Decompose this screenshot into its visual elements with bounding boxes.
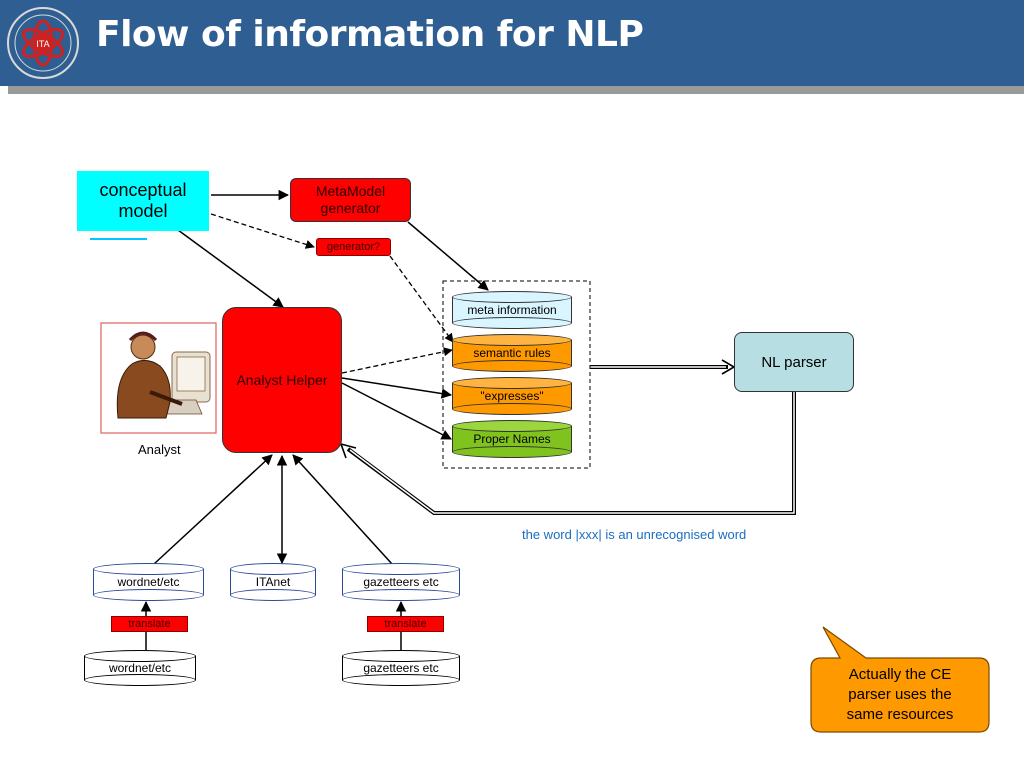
translate-left-tag: translate (111, 616, 188, 632)
analyst-helper-label: Analyst Helper (236, 372, 328, 388)
resource-group-frame (442, 280, 591, 469)
generator-question-tag: generator? (316, 238, 391, 256)
arrow-conceptual-to-analyst-helper (177, 229, 284, 308)
arrow-helper-to-expresses (341, 377, 453, 399)
arrow-helper-to-proper-names (341, 382, 452, 440)
conceptual-model-node: conceptual model (77, 171, 209, 231)
metamodel-generator-node: MetaModel generator (290, 178, 411, 222)
analyst-helper-node: Analyst Helper (222, 307, 342, 453)
gazetteers-bottom-label: gazetteers etc (363, 661, 439, 675)
gazetteers-top-cylinder: gazetteers etc (342, 563, 460, 601)
meta-information-cylinder: meta information (452, 291, 572, 329)
svg-text:ITA: ITA (36, 39, 49, 49)
conceptual-model-label: conceptual model (99, 180, 187, 221)
unrecognised-word-note: the word |xxx| is an unrecognised word (522, 527, 747, 542)
title-bar (0, 0, 1024, 86)
translate-right-tag: translate (367, 616, 444, 632)
title-bar-shadow (8, 86, 1024, 94)
wordnet-bottom-cylinder: wordnet/etc (84, 650, 196, 686)
semantic-rules-cylinder: semantic rules (452, 334, 572, 372)
analyst-person-icon (100, 322, 217, 434)
conceptual-model-underline (90, 238, 147, 240)
gazetteers-top-label: gazetteers etc (363, 575, 439, 589)
itanet-label: ITAnet (255, 575, 291, 589)
nl-parser-label: NL parser (761, 353, 827, 371)
arrow-conceptual-to-generator (210, 213, 315, 249)
proper-names-label: Proper Names (473, 432, 551, 446)
analyst-label: Analyst (138, 442, 181, 457)
ita-seal-icon: ITA (7, 7, 79, 79)
metamodel-generator-label: MetaModel generator (315, 183, 386, 216)
expresses-cylinder: "expresses" (452, 377, 572, 415)
arrow-helper-to-semantic-rules (341, 347, 453, 374)
nl-parser-node: NL parser (734, 332, 854, 392)
wordnet-bottom-label: wordnet/etc (108, 661, 172, 675)
proper-names-cylinder: Proper Names (452, 420, 572, 458)
callout-bubble (810, 626, 990, 733)
semantic-rules-label: semantic rules (473, 346, 551, 360)
wordnet-top-cylinder: wordnet/etc (93, 563, 204, 601)
expresses-label: "expresses" (480, 389, 544, 403)
arrow-wordnet-to-helper (153, 454, 273, 565)
callout-text: Actually the CE parser uses the same res… (846, 666, 954, 723)
meta-information-label: meta information (467, 303, 557, 317)
gazetteers-bottom-cylinder: gazetteers etc (342, 650, 460, 686)
page-title: Flow of information for NLP (96, 14, 644, 55)
itanet-cylinder: ITAnet (230, 563, 316, 601)
arrow-gazetteers-to-helper (292, 454, 393, 565)
wordnet-top-label: wordnet/etc (117, 575, 180, 589)
arrow-generator-to-semantic-rules (389, 255, 454, 343)
arrow-metamodel-to-meta-info (407, 221, 489, 291)
